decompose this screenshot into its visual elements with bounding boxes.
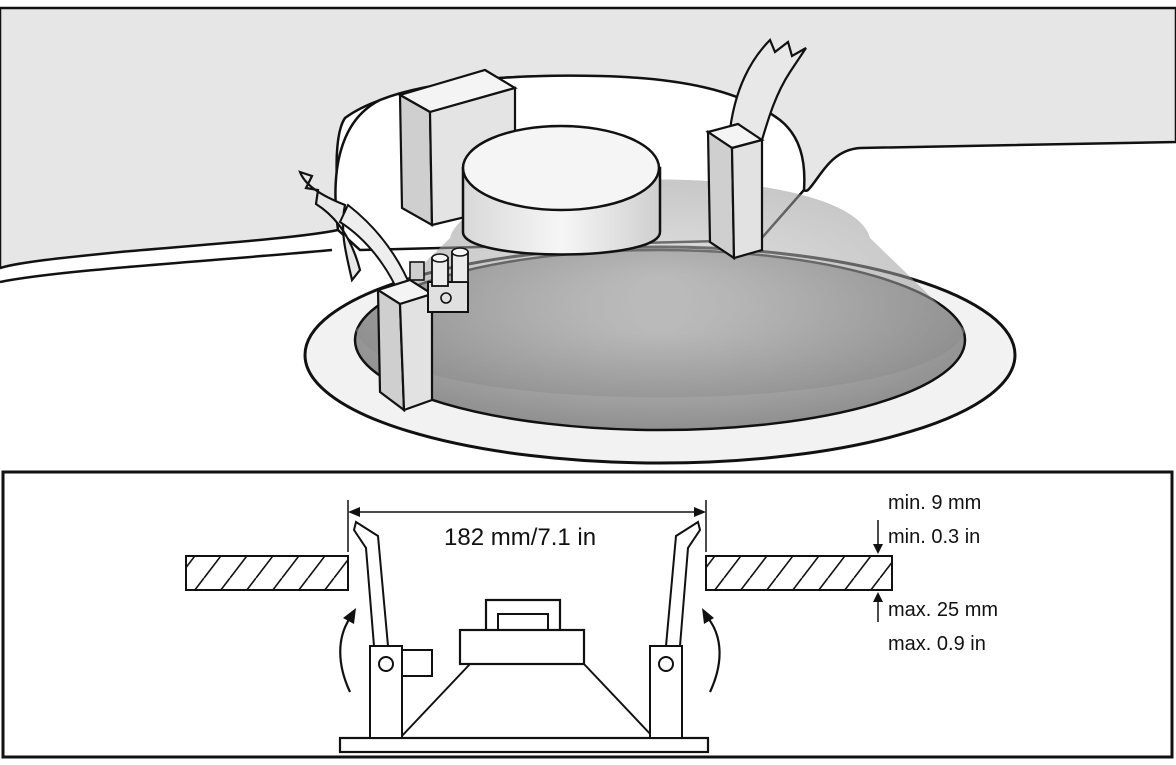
speaker-section <box>338 598 710 754</box>
left-bracket-section <box>352 520 433 739</box>
speaker-perspective-view <box>0 6 1176 465</box>
right-rotation-arrow-icon <box>702 608 721 693</box>
min-thickness-metric: min. 9 mm <box>888 492 981 514</box>
max-thickness-imperial: max. 0.9 in <box>888 633 986 655</box>
ceiling-section-right <box>705 555 893 591</box>
left-rotation-arrow-icon <box>339 608 356 693</box>
min-thickness-imperial: min. 0.3 in <box>888 526 980 548</box>
diameter-dimension <box>347 500 707 552</box>
section-frame <box>1 470 1174 759</box>
max-thickness-arrow <box>873 592 883 622</box>
ceiling-section-left <box>185 555 349 591</box>
diameter-label: 182 mm/7.1 in <box>444 524 596 551</box>
cross-section-diagram: 182 mm/7.1 in <box>185 492 998 754</box>
max-thickness-metric: max. 25 mm <box>888 599 998 621</box>
min-thickness-arrow <box>873 520 883 554</box>
right-bracket-section <box>649 520 702 739</box>
right-mounting-bracket <box>705 38 807 261</box>
left-mounting-bracket <box>298 170 435 413</box>
terminal-block <box>409 247 469 313</box>
speaker-magnet <box>461 124 662 256</box>
